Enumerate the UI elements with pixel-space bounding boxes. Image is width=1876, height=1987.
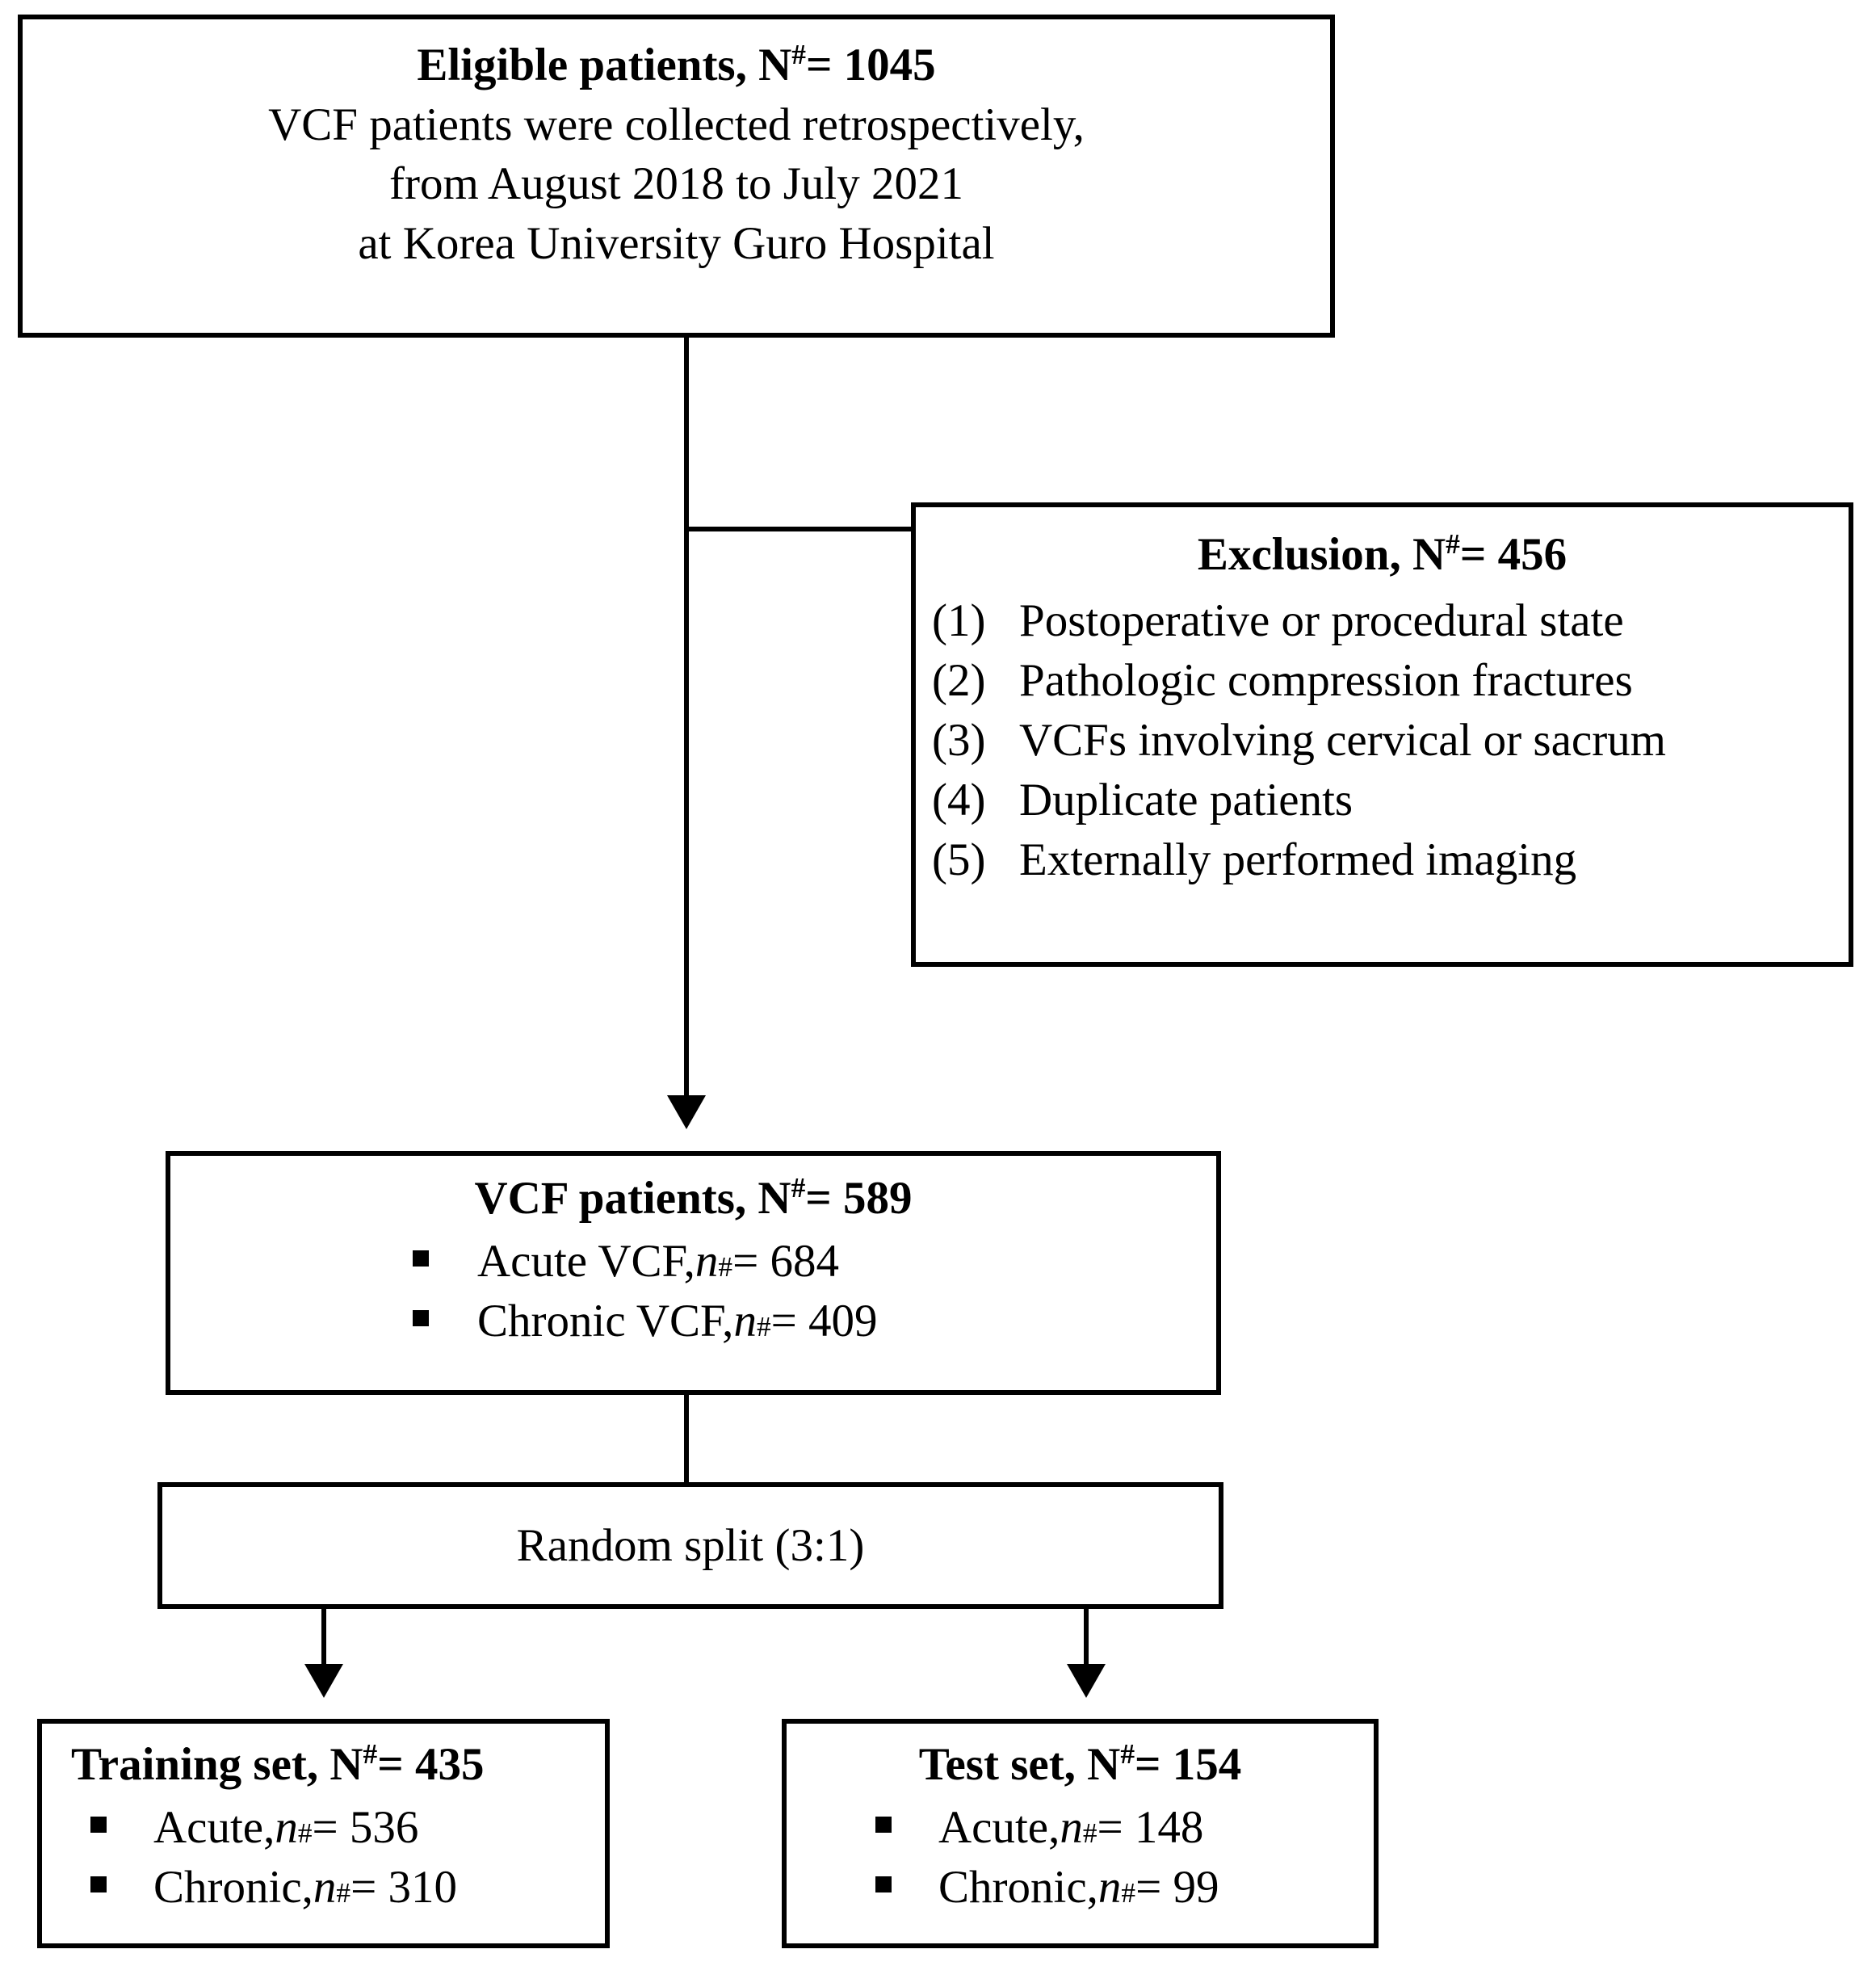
exclusion-item-label: Duplicate patients [1019, 774, 1353, 825]
test-item-symbol: n [1097, 1861, 1122, 1913]
square-bullet-icon [413, 1250, 429, 1267]
training-breakdown-list: Acute, n#= 536 Chronic, n#= 310 [42, 1798, 605, 1918]
list-item: (2) Pathologic compression fractures [916, 651, 1849, 711]
vcf-item-value: = 409 [770, 1295, 878, 1346]
box-test-set: Test set, N#= 154 Acute, n#= 148 Chronic… [782, 1719, 1379, 1948]
connector-trunk-vertical [684, 338, 689, 1095]
exclusion-item-number: (1) [932, 594, 986, 646]
vcf-item-symbol: n [733, 1295, 757, 1346]
test-heading-text: Test set, N [918, 1739, 1121, 1790]
list-item: Chronic VCF, n#= 409 [170, 1292, 1216, 1351]
training-item-label: Chronic, [153, 1861, 313, 1913]
box-training-set: Training set, N#= 435 Acute, n#= 536 Chr… [37, 1719, 610, 1948]
test-heading-value: = 154 [1135, 1739, 1242, 1790]
list-item: Acute, n#= 148 [787, 1798, 1374, 1858]
exclusion-item-number: (3) [932, 714, 986, 766]
box-vcf-patients: VCF patients, N#= 589 Acute VCF, n#= 684… [166, 1151, 1221, 1395]
exclusion-heading-superscript: # [1446, 528, 1460, 560]
eligible-heading-text: Eligible patients, N [417, 40, 792, 90]
list-item: Acute VCF, n#= 684 [170, 1232, 1216, 1292]
exclusion-item-label: Postoperative or procedural state [1019, 594, 1624, 646]
random-split-label: Random split (3:1) [516, 1519, 865, 1571]
training-item-label: Acute, [153, 1801, 275, 1853]
exclusion-item-number: (4) [932, 774, 986, 825]
vcf-item-symbol: n [695, 1235, 719, 1287]
square-bullet-icon [90, 1816, 107, 1833]
training-item-symbol: n [275, 1801, 298, 1853]
list-item: Chronic, n#= 310 [42, 1858, 605, 1918]
connector-vcf-to-split [684, 1395, 689, 1484]
box-random-split: Random split (3:1) [157, 1482, 1223, 1609]
test-heading-superscript: # [1120, 1738, 1135, 1770]
list-item: (3) VCFs involving cervical or sacrum [916, 711, 1849, 771]
test-breakdown-list: Acute, n#= 148 Chronic, n#= 99 [787, 1798, 1374, 1918]
list-item: (5) Externally performed imaging [916, 830, 1849, 890]
square-bullet-icon [875, 1876, 892, 1892]
test-item-value: = 99 [1135, 1861, 1219, 1913]
training-item-value: = 536 [312, 1801, 419, 1853]
vcf-item-value: = 684 [732, 1235, 839, 1287]
exclusion-item-label: Externally performed imaging [1019, 834, 1577, 885]
list-item: Chronic, n#= 99 [787, 1858, 1374, 1918]
vcf-heading-value: = 589 [805, 1173, 913, 1224]
list-item: (4) Duplicate patients [916, 771, 1849, 830]
eligible-heading-value: = 1045 [805, 40, 936, 90]
square-bullet-icon [90, 1876, 107, 1892]
vcf-item-label: Acute VCF, [477, 1235, 695, 1287]
test-item-value: = 148 [1097, 1801, 1204, 1853]
exclusion-criteria-list: (1) Postoperative or procedural state (2)… [916, 591, 1849, 890]
training-item-value: = 310 [350, 1861, 457, 1913]
test-item-label: Chronic, [938, 1861, 1098, 1913]
exclusion-item-label: VCFs involving cervical or sacrum [1019, 714, 1667, 766]
eligible-line-3: from August 2018 to July 2021 [389, 158, 963, 210]
exclusion-heading: Exclusion, N#= 456 [916, 525, 1849, 585]
exclusion-item-number: (2) [932, 654, 986, 706]
list-item: (1) Postoperative or procedural state [916, 591, 1849, 651]
connector-exclusion-horizontal [684, 527, 914, 531]
training-item-symbol: n [313, 1861, 337, 1913]
training-heading-superscript: # [363, 1738, 378, 1770]
arrowhead-to-test-set [1067, 1664, 1106, 1698]
square-bullet-icon [413, 1309, 429, 1326]
box-exclusion: Exclusion, N#= 456 (1) Postoperative or p… [911, 502, 1853, 967]
square-bullet-icon [875, 1816, 892, 1833]
eligible-line-4: at Korea University Guro Hospital [358, 217, 995, 269]
connector-split-to-training [321, 1609, 326, 1667]
test-item-label: Acute, [938, 1801, 1060, 1853]
eligible-line-2: VCF patients were collected retrospectiv… [268, 99, 1085, 150]
eligible-heading: Eligible patients, N#= 1045 [23, 36, 1330, 95]
exclusion-heading-text: Exclusion, N [1197, 529, 1446, 580]
exclusion-item-label: Pathologic compression fractures [1019, 654, 1633, 706]
training-heading-text: Training set, N [71, 1739, 363, 1790]
exclusion-item-number: (5) [932, 834, 986, 885]
vcf-item-label: Chronic VCF, [477, 1295, 734, 1346]
vcf-heading-superscript: # [791, 1172, 806, 1204]
list-item: Acute, n#= 536 [42, 1798, 605, 1858]
vcf-heading: VCF patients, N#= 589 [170, 1169, 1216, 1229]
exclusion-heading-value: = 456 [1459, 529, 1568, 580]
eligible-heading-superscript: # [791, 39, 806, 70]
arrowhead-to-training-set [304, 1664, 343, 1698]
training-heading: Training set, N#= 435 [42, 1735, 605, 1795]
arrowhead-to-vcf-patients [667, 1095, 706, 1129]
test-item-symbol: n [1060, 1801, 1083, 1853]
vcf-heading-text: VCF patients, N [474, 1173, 791, 1224]
test-heading: Test set, N#= 154 [787, 1735, 1374, 1795]
connector-split-to-test [1084, 1609, 1089, 1667]
box-eligible-patients: Eligible patients, N#= 1045 VCF patients… [18, 15, 1335, 338]
training-heading-value: = 435 [377, 1739, 485, 1790]
vcf-breakdown-list: Acute VCF, n#= 684 Chronic VCF, n#= 409 [170, 1232, 1216, 1351]
